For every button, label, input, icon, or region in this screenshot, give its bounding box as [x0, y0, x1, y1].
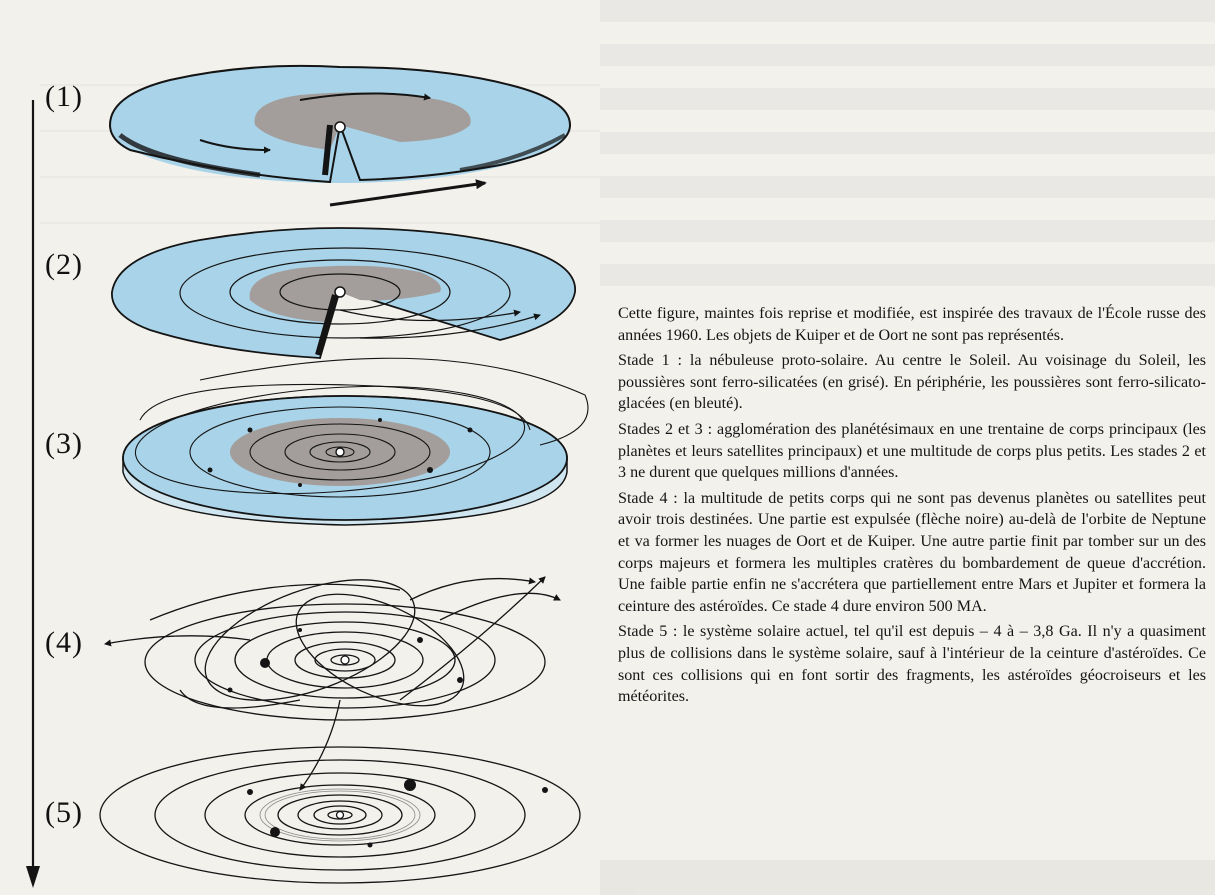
caption-stage-5: Stade 5 : le système solaire actuel, tel… — [618, 623, 1206, 706]
stage-4-label: (4) — [45, 626, 83, 659]
stage-1-nebula — [108, 64, 572, 207]
figure-caption: Cette figure, maintes fois reprise et mo… — [618, 303, 1206, 712]
stage-3-accretion — [122, 357, 589, 526]
stage-2-label: (2) — [45, 248, 83, 281]
caption-intro: Cette figure, maintes fois reprise et mo… — [618, 305, 1206, 344]
stage-1-expulsion-arrow — [329, 179, 487, 207]
stage-5-current-system — [99, 746, 581, 884]
bleed-through-shade — [600, 0, 1215, 290]
stage-5-label: (5) — [45, 796, 83, 829]
stage-4-scattering — [104, 576, 561, 791]
caption-stage-1: Stade 1 : la nébuleuse proto-solaire. Au… — [618, 352, 1206, 413]
time-arrow-head — [26, 866, 40, 888]
stage-1-label: (1) — [45, 80, 83, 113]
bleed-through-shade-bottom — [600, 860, 1215, 895]
stage-3-label: (3) — [45, 427, 83, 460]
caption-stage-4: Stade 4 : la multitude de petits corps q… — [618, 489, 1206, 615]
caption-stages-2-3: Stades 2 et 3 : agglomération des planét… — [618, 420, 1206, 482]
stage-2-planetesimals — [111, 227, 576, 359]
solar-system-formation-figure — [26, 64, 589, 888]
